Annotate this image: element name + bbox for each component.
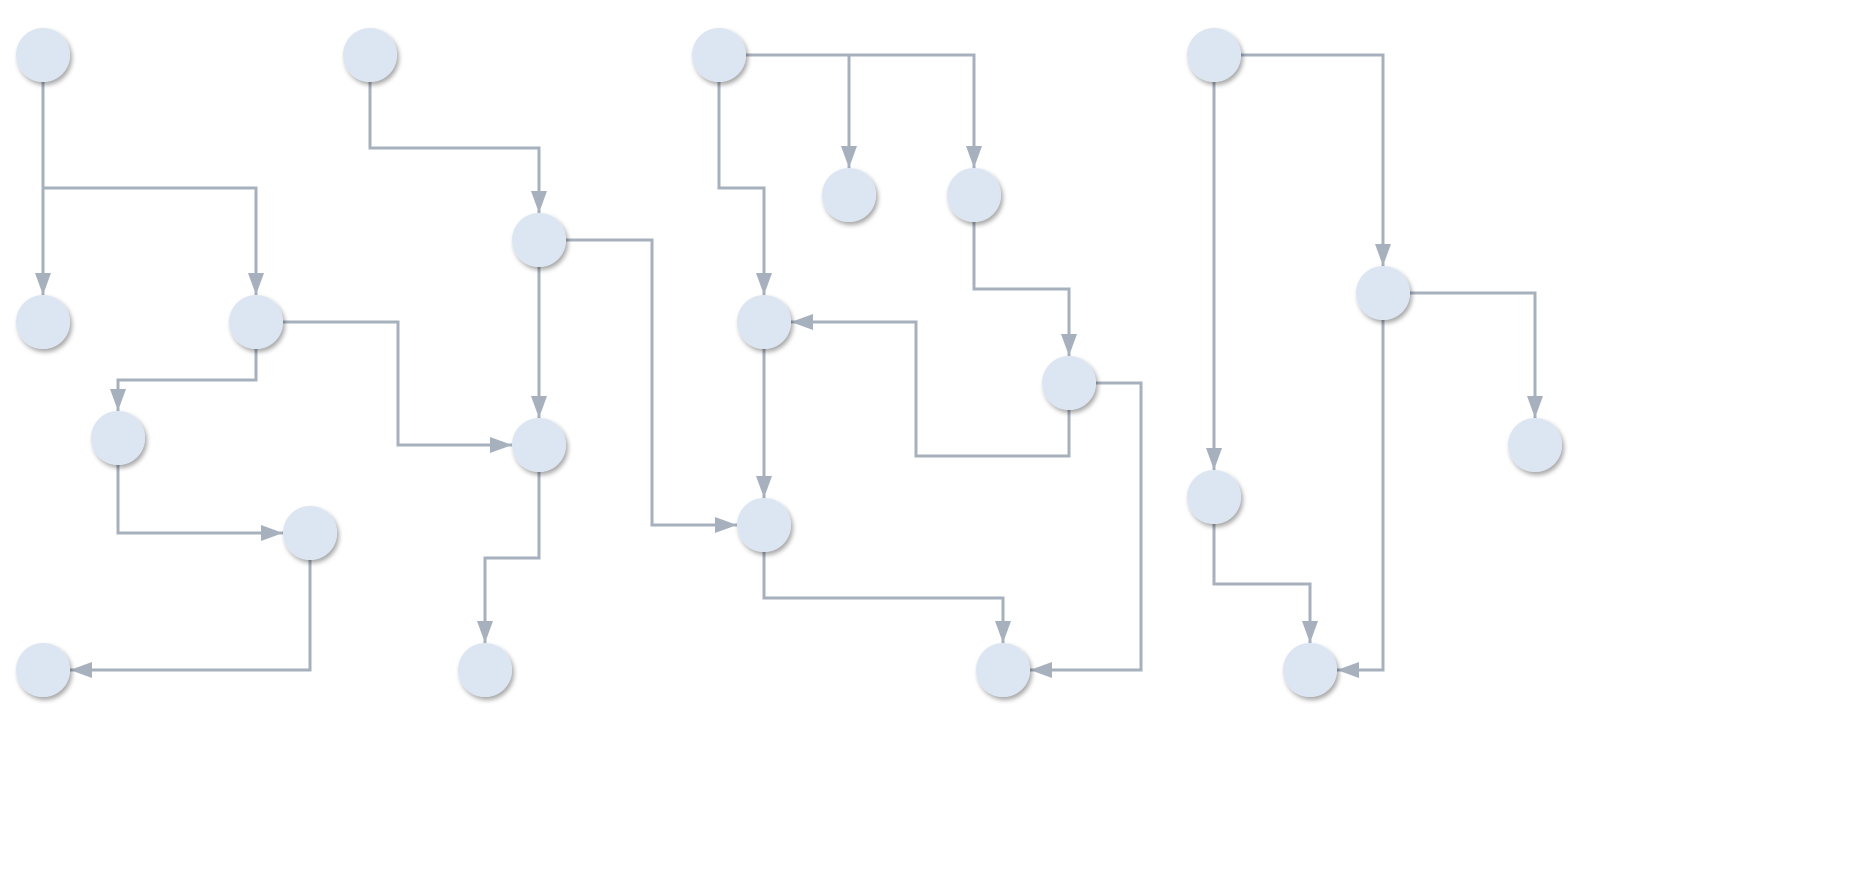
edge-b1-to-b2	[368, 82, 547, 213]
edge-a1-to-a3	[43, 186, 264, 295]
edge-c3-to-c5	[972, 222, 1077, 356]
edge-a4-to-a5	[116, 465, 283, 541]
node-c4[interactable]	[737, 295, 791, 349]
node-a4[interactable]	[91, 411, 145, 465]
node-b4[interactable]	[458, 643, 512, 697]
node-c7[interactable]	[976, 643, 1030, 697]
nodes	[16, 28, 1562, 697]
edge-d4-to-d5	[1212, 524, 1318, 643]
edges	[35, 53, 1543, 678]
edge-a5-to-a6	[70, 560, 312, 678]
edge-c1-to-c3	[849, 53, 982, 168]
edge-b2-to-c6	[566, 238, 737, 533]
edge-c1-to-c4	[717, 82, 772, 295]
edge-c6-to-c7	[762, 552, 1011, 643]
node-b1[interactable]	[343, 28, 397, 82]
node-c5[interactable]	[1042, 356, 1096, 410]
node-a2[interactable]	[16, 295, 70, 349]
node-a5[interactable]	[283, 506, 337, 560]
node-a6[interactable]	[16, 643, 70, 697]
node-d5[interactable]	[1283, 643, 1337, 697]
node-a1[interactable]	[16, 28, 70, 82]
edge-a3-to-a4	[110, 349, 258, 411]
edge-a3-to-b3	[283, 320, 512, 453]
node-b2[interactable]	[512, 213, 566, 267]
edge-d2-to-d5	[1337, 320, 1385, 678]
node-d3[interactable]	[1508, 418, 1562, 472]
edge-d1-to-d2	[1241, 53, 1391, 266]
edge-c1-to-c2	[746, 53, 857, 168]
node-b3[interactable]	[512, 418, 566, 472]
node-d2[interactable]	[1356, 266, 1410, 320]
edge-d2-to-d3	[1410, 291, 1543, 418]
node-c3[interactable]	[947, 168, 1001, 222]
node-c6[interactable]	[737, 498, 791, 552]
node-d4[interactable]	[1187, 470, 1241, 524]
edge-c5-to-c7	[1030, 381, 1143, 678]
node-c1[interactable]	[692, 28, 746, 82]
node-a3[interactable]	[229, 295, 283, 349]
node-d1[interactable]	[1187, 28, 1241, 82]
edge-b3-to-b4	[477, 472, 541, 643]
node-c2[interactable]	[822, 168, 876, 222]
edge-c5-to-c4	[791, 314, 1071, 458]
